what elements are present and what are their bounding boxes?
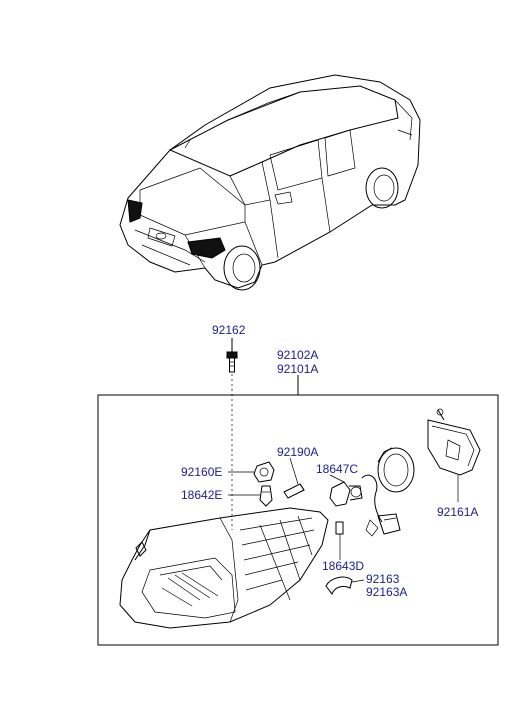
clip-part bbox=[427, 408, 481, 502]
callout-92160e: 92160E bbox=[181, 465, 222, 479]
bulb-holder-part bbox=[283, 457, 305, 499]
headlamp-housing bbox=[119, 507, 329, 629]
cap-part bbox=[325, 576, 365, 596]
wire-harness-part bbox=[361, 474, 401, 537]
callout-18643d: 18643D bbox=[322, 559, 364, 573]
callout-18642e: 18642E bbox=[181, 488, 222, 502]
callout-92102a: 92102A bbox=[277, 348, 318, 362]
callout-92101a: 92101A bbox=[277, 362, 318, 376]
callout-18647c: 18647C bbox=[316, 462, 358, 476]
callout-92163: 92163 bbox=[366, 572, 400, 586]
callout-92161a: 92161A bbox=[437, 505, 478, 519]
sub-bulb-part bbox=[335, 521, 344, 560]
socket-part bbox=[253, 461, 275, 483]
callout-92162: 92162 bbox=[212, 323, 246, 337]
callout-92190a: 92190A bbox=[277, 445, 318, 459]
main-bulb-part bbox=[329, 481, 363, 507]
callout-92163a: 92163A bbox=[366, 585, 407, 599]
dust-cover-part bbox=[377, 447, 415, 493]
bolt-part bbox=[226, 338, 238, 530]
car-illustration bbox=[119, 74, 421, 291]
small-bulb-part bbox=[259, 485, 273, 507]
